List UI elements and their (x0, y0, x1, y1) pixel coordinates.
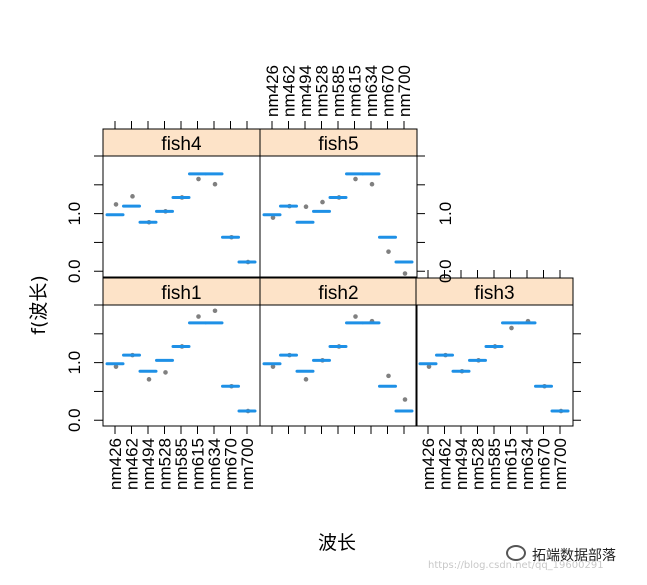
y-axis-label: f(波长) (28, 275, 50, 335)
y-tick-label: 0.0 (436, 259, 455, 283)
panel-title-fish4: fish4 (161, 134, 202, 155)
x-tick-label: nm670 (379, 65, 398, 117)
x-tick-label: nm670 (222, 438, 241, 490)
observed-point (353, 314, 358, 319)
brand-text: 拓端数据部落 (532, 548, 616, 564)
x-tick-label: nm462 (436, 438, 455, 490)
panel-strip-fish4 (102, 128, 261, 157)
panel-frame-fish4 (102, 155, 261, 278)
observed-point (353, 176, 358, 182)
y-tick-label: 0.0 (65, 408, 84, 432)
x-tick-label: nm634 (362, 65, 381, 117)
x-tick-label: nm615 (502, 438, 521, 490)
x-tick-label: nm462 (123, 438, 142, 490)
x-tick-label: nm700 (238, 438, 257, 490)
x-tick-label: nm585 (329, 65, 348, 117)
panel-title-fish1: fish1 (161, 283, 201, 304)
watermark-url: https://blog.csdn.net/qq_19600291 (428, 560, 604, 571)
panel-title-fish5: fish5 (318, 134, 358, 155)
observed-point (196, 176, 201, 182)
x-tick-label: nm426 (106, 438, 125, 490)
observed-point (303, 204, 309, 210)
panel-frame-fish3 (415, 304, 574, 427)
x-tick-label: nm615 (189, 438, 208, 490)
observed-point (113, 364, 119, 369)
observed-point (212, 308, 218, 314)
observed-point (130, 194, 135, 199)
x-tick-label: nm670 (535, 438, 554, 490)
x-tick-label: nm615 (346, 65, 365, 117)
panel-strip-fish3 (415, 277, 574, 306)
observed-point (212, 181, 218, 187)
observed-point (196, 314, 201, 319)
x-tick-label: nm528 (469, 438, 488, 490)
x-tick-label: nm634 (205, 438, 224, 490)
x-tick-label: nm585 (172, 438, 191, 490)
observed-point (163, 370, 168, 375)
y-tick-label: 1.0 (65, 351, 84, 375)
panel-strip-fish2 (259, 277, 418, 306)
y-tick-label: 0.0 (65, 259, 84, 283)
brand-label: 拓端数据部落 (506, 545, 616, 565)
y-tick-label: 1.0 (436, 202, 455, 226)
x-tick-label: nm494 (139, 438, 158, 490)
panel-frame-fish5 (259, 155, 418, 278)
panel-frame-fish1 (102, 304, 261, 427)
observed-point (402, 271, 408, 276)
panel-strip-fish5 (259, 128, 418, 157)
y-tick-label: 1.0 (65, 202, 84, 226)
observed-point (402, 397, 408, 402)
x-tick-label: nm585 (485, 438, 504, 490)
x-tick-label: nm700 (551, 438, 570, 490)
x-tick-label: nm494 (296, 65, 315, 117)
panel-title-fish2: fish2 (318, 283, 358, 304)
observed-point (386, 373, 391, 379)
panel-strip-fish1 (102, 277, 261, 306)
observed-point (146, 377, 152, 382)
observed-point (509, 325, 514, 331)
observed-point (386, 249, 391, 254)
observed-point (426, 364, 432, 369)
observed-point (270, 215, 276, 220)
x-tick-label: nm462 (280, 65, 299, 117)
x-axis-label: 波长 (318, 532, 356, 554)
observed-point (369, 181, 375, 187)
x-tick-label: nm528 (313, 65, 332, 117)
wechat-icon (506, 545, 526, 561)
panel-frame-fish2 (259, 304, 418, 427)
x-tick-label: nm634 (518, 438, 537, 490)
x-tick-label: nm528 (156, 438, 175, 490)
x-tick-label: nm426 (419, 438, 438, 490)
panel-title-fish3: fish3 (474, 283, 514, 304)
observed-point (320, 199, 325, 205)
x-tick-label: nm494 (452, 438, 471, 490)
observed-point (113, 202, 119, 207)
observed-point (270, 364, 276, 369)
x-tick-label: nm700 (395, 65, 414, 117)
observed-point (303, 377, 309, 382)
x-tick-label: nm426 (263, 65, 282, 117)
